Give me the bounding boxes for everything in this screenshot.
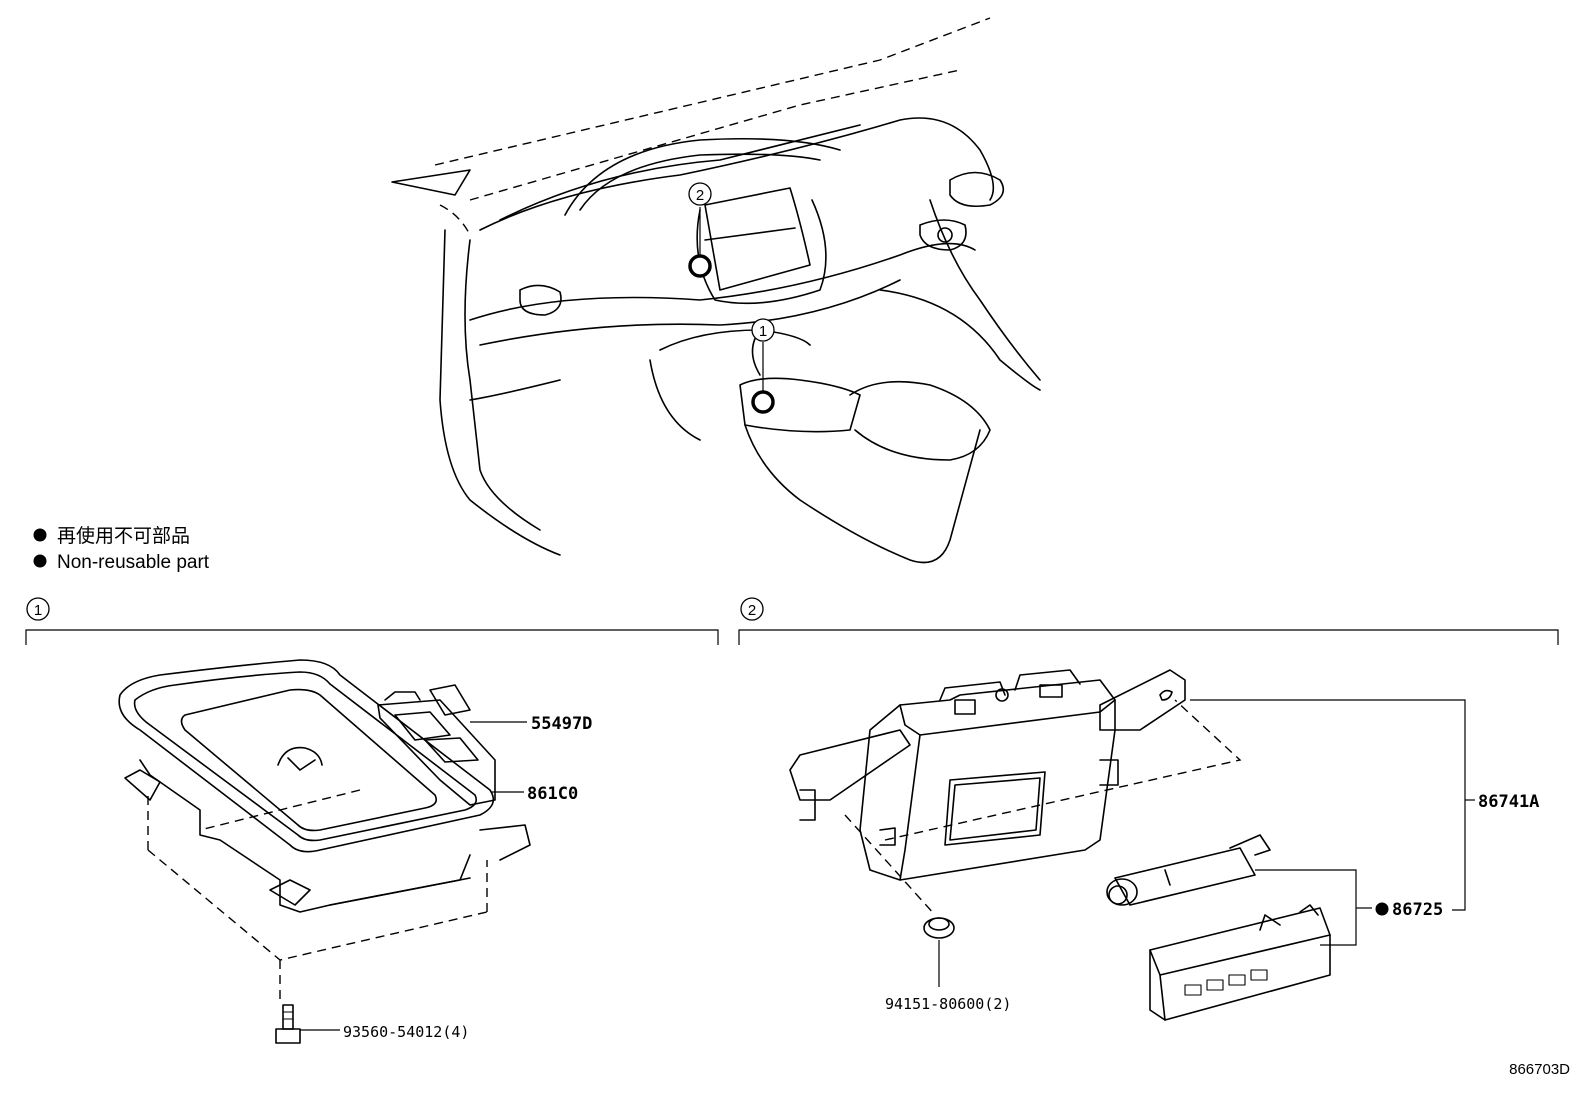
control-module-assembly: 86741A 86725 94151-80600(2) bbox=[789, 669, 1539, 1021]
callout-2-circle bbox=[688, 182, 712, 206]
diagram-code: 866703D bbox=[1509, 1061, 1570, 1078]
location-marker-1 bbox=[751, 390, 775, 414]
legend-english: Non-reusable part bbox=[57, 552, 210, 573]
non-reusable-bullet-icon bbox=[33, 528, 47, 542]
legend-japanese: 再使用不可部品 bbox=[57, 525, 190, 547]
wireless-charger-assembly: 55497D 861C0 93560-54012(4) bbox=[118, 659, 592, 1044]
part-number-55497D: 55497D bbox=[531, 714, 592, 734]
part-number-86725: 86725 bbox=[1392, 900, 1443, 920]
battery-holder bbox=[1149, 904, 1331, 1021]
part-number-86741A: 86741A bbox=[1478, 792, 1539, 812]
non-reusable-bullet-icon bbox=[33, 554, 47, 568]
dashboard-illustration: 2 1 bbox=[391, 17, 1041, 564]
battery-pack bbox=[1106, 834, 1271, 906]
part-number-94151: 94151-80600(2) bbox=[885, 995, 1011, 1013]
section-2-index: 2 bbox=[748, 602, 756, 619]
non-reusable-marker-icon bbox=[1375, 902, 1389, 916]
section-2-header: 2 bbox=[738, 597, 1559, 645]
callout-1-circle bbox=[751, 318, 775, 342]
location-marker-2 bbox=[688, 254, 712, 278]
section-1-header: 1 bbox=[25, 597, 719, 645]
callout-2-label: 2 bbox=[696, 187, 704, 204]
screw-icon bbox=[275, 1004, 301, 1044]
part-number-861C0: 861C0 bbox=[527, 784, 578, 804]
legend: 再使用不可部品 Non-reusable part bbox=[33, 525, 210, 573]
clip-icon bbox=[923, 917, 955, 939]
part-number-93560: 93560-54012(4) bbox=[343, 1023, 469, 1041]
callout-1-label: 1 bbox=[759, 323, 767, 340]
section-1-index: 1 bbox=[34, 602, 42, 619]
